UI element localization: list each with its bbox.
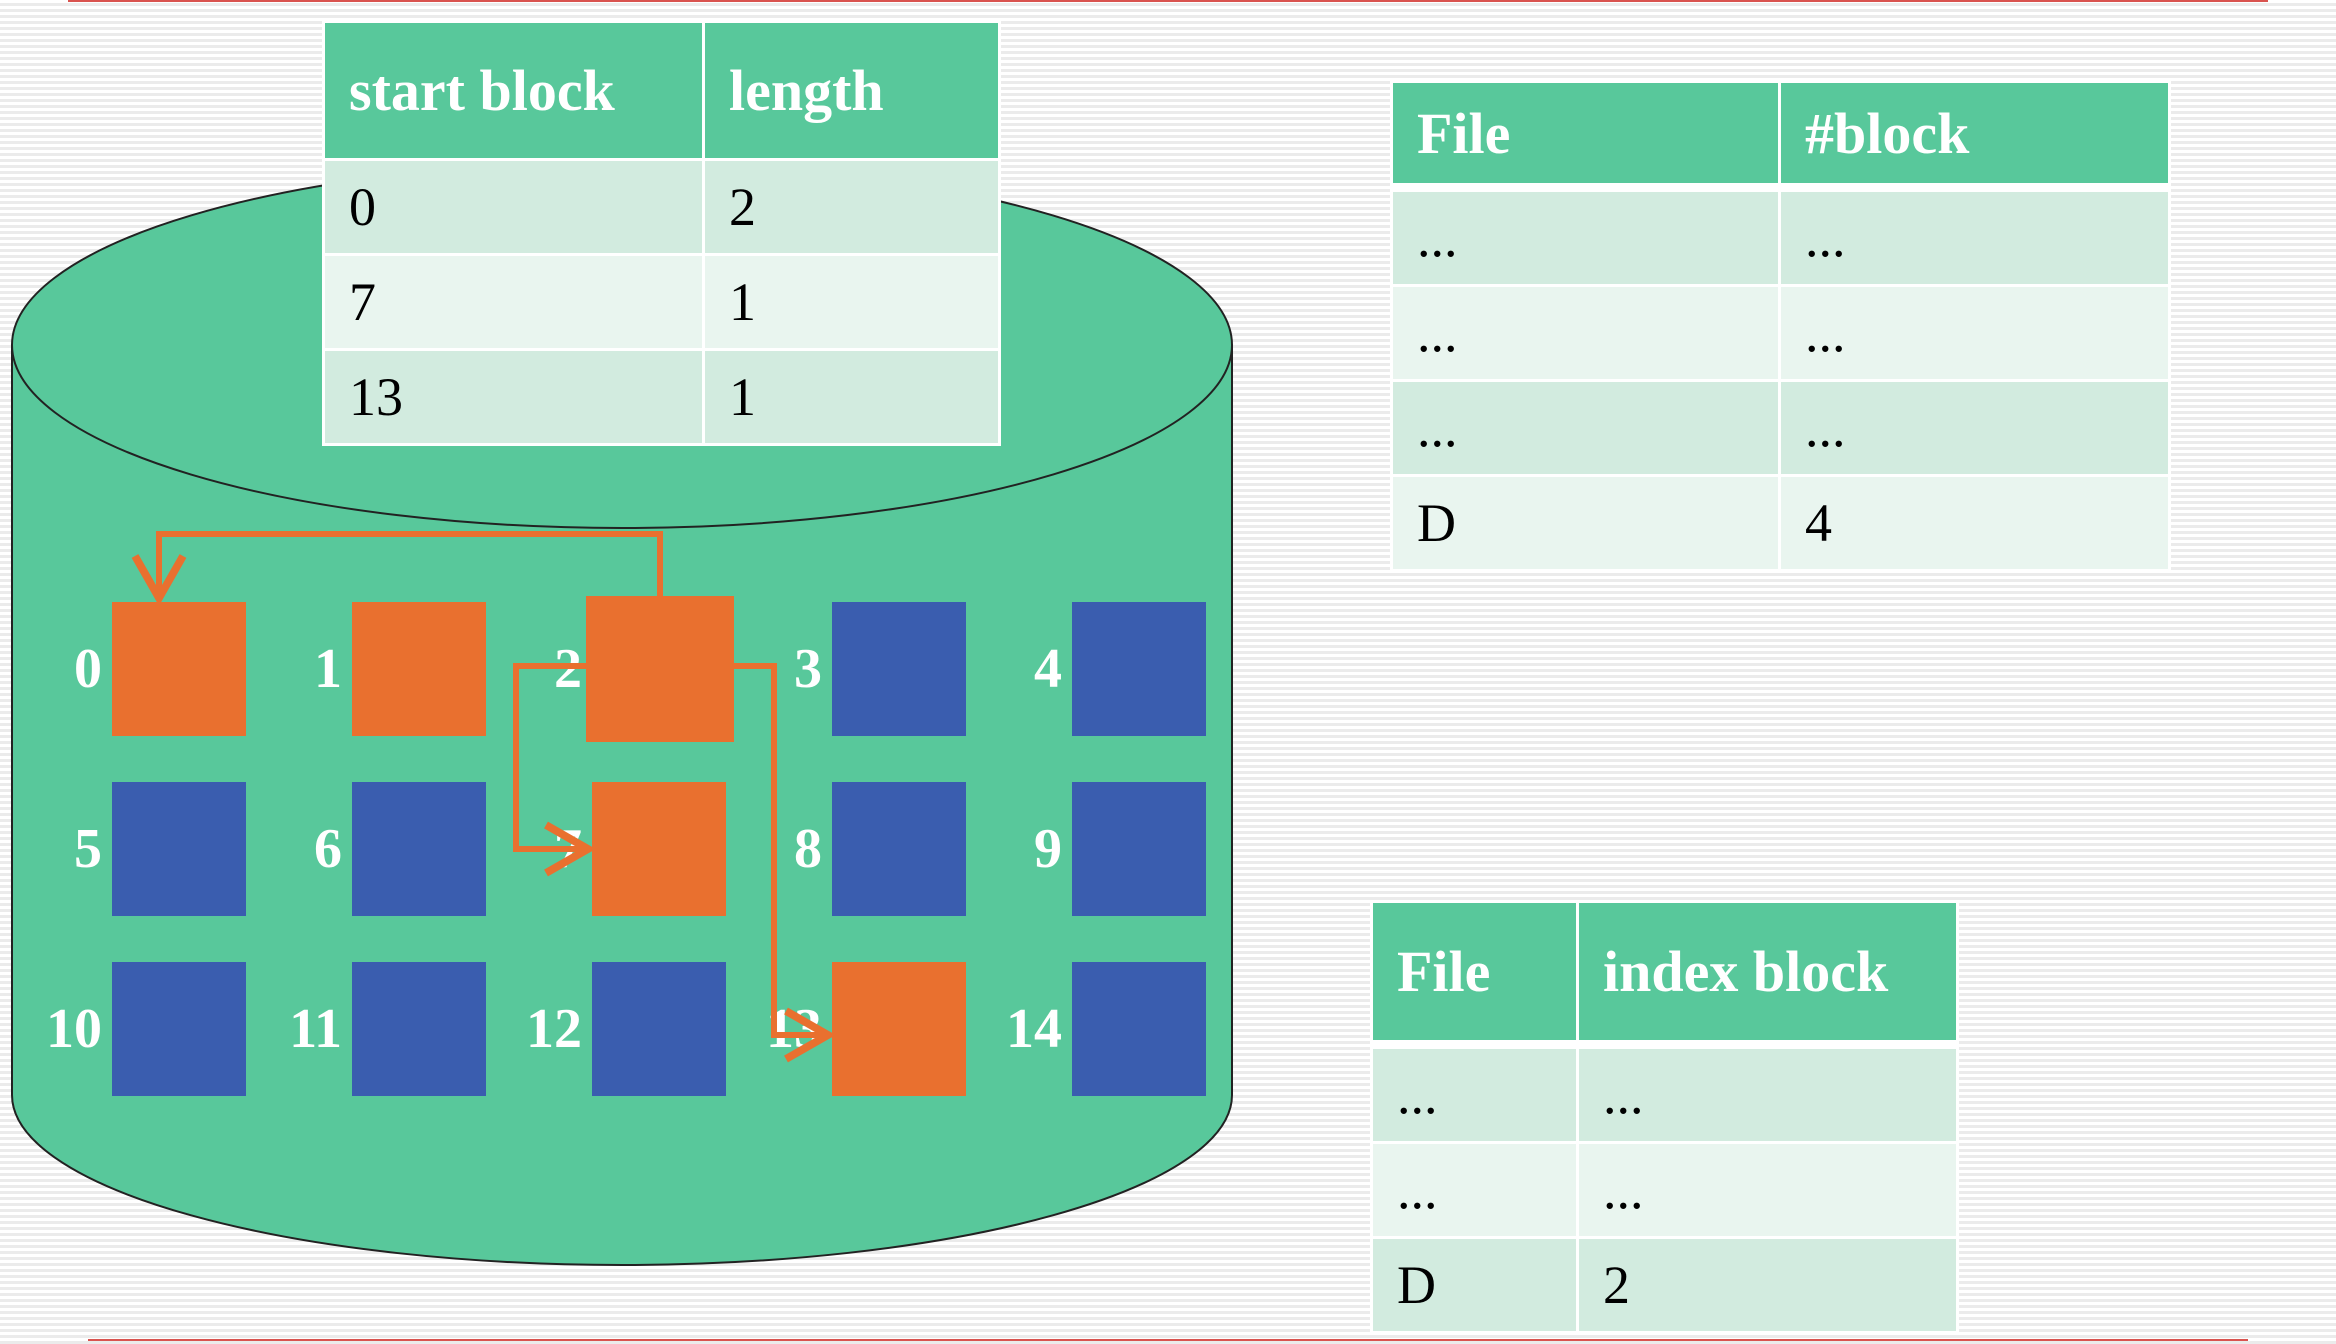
disk-block-10: [112, 962, 246, 1096]
block-number-label: 0: [74, 638, 102, 700]
table-row: ... ...: [1390, 379, 2171, 477]
index-block-cell: 2: [1576, 1236, 1959, 1334]
table-row: ... ...: [1370, 1141, 1959, 1239]
disk-block-7: [592, 782, 726, 916]
disk-block-9: [1072, 782, 1206, 916]
top-rule: [68, 0, 2268, 2]
table-row: 7 1: [322, 253, 1001, 351]
index-block-header: index block: [1576, 900, 1959, 1049]
disk-block-4: [1072, 602, 1206, 736]
block-number-label: 10: [46, 998, 102, 1060]
block-number-label: 11: [289, 998, 342, 1060]
table-row: D 4: [1390, 474, 2171, 572]
block-number-label: 9: [1034, 818, 1062, 880]
disk-block-11: [352, 962, 486, 1096]
block-count-cell: 4: [1778, 474, 2171, 572]
file-header: File: [1370, 900, 1579, 1049]
file-cell: ...: [1370, 1141, 1579, 1239]
disk-block-0: [112, 602, 246, 736]
file-block-count-table: File #block ... ... ... ... ... ... D 4: [1390, 80, 2171, 572]
disk-block-2: [586, 596, 734, 742]
table-row: ... ...: [1370, 1043, 1959, 1144]
file-cell: ...: [1390, 379, 1781, 477]
block-number-label: 3: [794, 638, 822, 700]
file-header: File: [1390, 80, 1781, 192]
index-link-arrow: [131, 531, 663, 606]
block-number-label: 5: [74, 818, 102, 880]
extent-cell: 7: [322, 253, 705, 351]
block-count-cell: ...: [1778, 186, 2171, 287]
disk-block-6: [352, 782, 486, 916]
index-block-table: File index block ... ... ... ... D 2: [1370, 900, 1959, 1334]
disk-block-13: [832, 962, 966, 1096]
disk-block-14: [1072, 962, 1206, 1096]
extent-cell: 2: [702, 158, 1001, 256]
table-row: ... ...: [1390, 284, 2171, 382]
disk-block-1: [352, 602, 486, 736]
extent-cell: 0: [322, 158, 705, 256]
block-count-cell: ...: [1778, 379, 2171, 477]
file-cell: D: [1390, 474, 1781, 572]
block-number-label: 12: [526, 998, 582, 1060]
block-number-label: 6: [314, 818, 342, 880]
extent-header-length: length: [702, 20, 1001, 161]
extent-header-start-block: start block: [322, 20, 705, 161]
extent-cell: 13: [322, 348, 705, 446]
table-row: ... ...: [1390, 186, 2171, 287]
table-row: 0 2: [322, 158, 1001, 256]
block-count-cell: ...: [1778, 284, 2171, 382]
index-block-cell: ...: [1576, 1043, 1959, 1144]
extent-table: start block length 0 2 7 1 13 1: [322, 20, 1001, 446]
index-link-arrow: [513, 663, 596, 877]
table-row: 13 1: [322, 348, 1001, 446]
bottom-rule: [88, 1339, 2248, 1341]
table-row: D 2: [1370, 1236, 1959, 1334]
file-cell: D: [1370, 1236, 1579, 1334]
disk-block-12: [592, 962, 726, 1096]
index-block-cell: ...: [1576, 1141, 1959, 1239]
extent-cell: 1: [702, 348, 1001, 446]
file-cell: ...: [1390, 186, 1781, 287]
block-number-label: 14: [1006, 998, 1062, 1060]
file-cell: ...: [1390, 284, 1781, 382]
index-link-arrow: [734, 663, 836, 1063]
block-number-label: 8: [794, 818, 822, 880]
block-number-label: 1: [314, 638, 342, 700]
file-cell: ...: [1370, 1043, 1579, 1144]
extent-cell: 1: [702, 253, 1001, 351]
disk-block-5: [112, 782, 246, 916]
disk-block-3: [832, 602, 966, 736]
block-number-label: 4: [1034, 638, 1062, 700]
block-count-header: #block: [1778, 80, 2171, 192]
disk-block-8: [832, 782, 966, 916]
